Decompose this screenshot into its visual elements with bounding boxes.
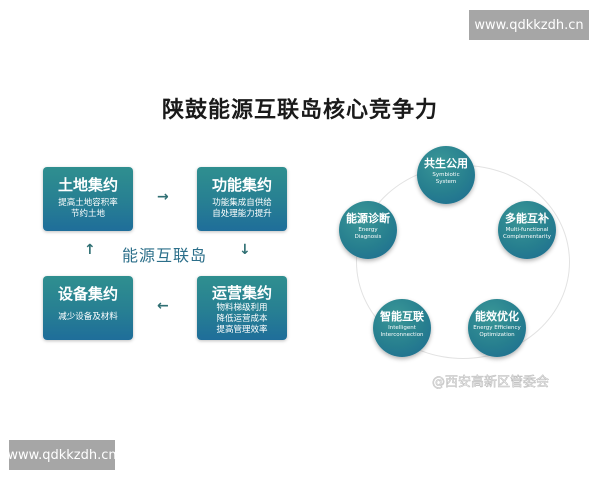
source-credit: @西安高新区管委会 bbox=[432, 375, 550, 391]
node-en: Energy Efficiency bbox=[473, 325, 521, 331]
box-line: 提高管理效率 bbox=[216, 325, 268, 335]
node-en: Multi-functional bbox=[505, 227, 549, 233]
center-label: 能源互联岛 bbox=[122, 246, 208, 265]
box-title: 运营集约 bbox=[211, 284, 272, 302]
node-en: Diagnosis bbox=[354, 234, 382, 240]
node-en: Optimization bbox=[479, 332, 515, 338]
node-intelligent-interconnection: 智能互联 Intelligent Interconnection bbox=[373, 299, 431, 357]
box-title: 土地集约 bbox=[57, 176, 118, 194]
box-title: 设备集约 bbox=[57, 285, 118, 303]
page-title: 陕鼓能源互联岛核心竞争力 bbox=[161, 98, 438, 123]
node-title: 能效优化 bbox=[475, 310, 519, 323]
box-line: 提高土地容积率 bbox=[58, 198, 118, 208]
arrow-right-icon: → bbox=[157, 189, 169, 205]
arrow-left-icon: ← bbox=[157, 298, 169, 314]
node-en: Interconnection bbox=[380, 332, 424, 338]
box-line: 物料梯级利用 bbox=[216, 303, 268, 313]
node-en: Energy bbox=[358, 227, 378, 233]
box-land-intensive: 土地集约 提高土地容积率 节约土地 bbox=[43, 167, 133, 231]
arrow-down-icon: ↓ bbox=[239, 242, 251, 258]
box-line: 减少设备及材料 bbox=[58, 312, 118, 322]
node-en: Complementarity bbox=[503, 234, 551, 240]
watermark-bottom: www.qdkkzdh.cn bbox=[7, 440, 117, 470]
node-title: 能源诊断 bbox=[346, 212, 390, 225]
box-title: 功能集约 bbox=[211, 176, 272, 194]
box-line: 功能集成自供给 bbox=[212, 198, 272, 208]
node-title: 共生公用 bbox=[424, 157, 468, 170]
box-line: 自处理能力提升 bbox=[212, 209, 272, 219]
node-symbiotic-system: 共生公用 Symbiotic System bbox=[417, 146, 475, 204]
box-equipment-intensive: 设备集约 减少设备及材料 bbox=[43, 276, 133, 340]
box-line: 节约土地 bbox=[70, 209, 105, 219]
node-multi-functional: 多能互补 Multi-functional Complementarity bbox=[498, 201, 556, 259]
box-function-intensive: 功能集约 功能集成自供给 自处理能力提升 bbox=[197, 167, 287, 231]
node-energy-diagnosis: 能源诊断 Energy Diagnosis bbox=[339, 201, 397, 259]
arrow-up-icon: ↑ bbox=[84, 242, 96, 258]
watermark-top: www.qdkkzdh.cn bbox=[469, 10, 589, 40]
node-title: 智能互联 bbox=[380, 310, 424, 323]
box-line: 降低运营成本 bbox=[216, 314, 268, 324]
node-en: Symbiotic bbox=[432, 172, 460, 178]
node-energy-efficiency: 能效优化 Energy Efficiency Optimization bbox=[468, 299, 526, 357]
box-operation-intensive: 运营集约 物料梯级利用 降低运营成本 提高管理效率 bbox=[197, 276, 287, 340]
node-en: Intelligent bbox=[388, 325, 416, 331]
node-title: 多能互补 bbox=[505, 212, 549, 225]
node-en: System bbox=[435, 179, 457, 185]
